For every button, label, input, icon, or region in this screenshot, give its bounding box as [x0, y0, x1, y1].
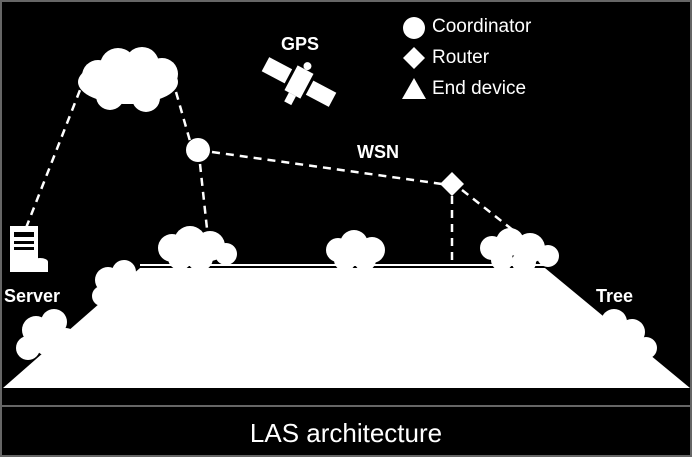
legend-router-label: Router	[432, 47, 490, 68]
tree-cluster-left-mid	[92, 260, 136, 306]
server-icon	[10, 226, 48, 272]
wsn-label: WSN	[357, 142, 399, 162]
gps-label: GPS	[281, 34, 320, 54]
ground-plane	[3, 268, 690, 388]
link-router-tree	[461, 189, 529, 243]
server-label: Server	[4, 286, 61, 306]
diagram-caption: LAS architecture	[249, 418, 443, 448]
link-coordinator-router	[211, 150, 443, 186]
legend-triangle-icon	[402, 78, 426, 99]
cloud-icon	[78, 47, 178, 112]
legend-circle-icon	[403, 17, 425, 39]
link-server-cloud	[24, 89, 82, 229]
tree-cluster-left-front	[16, 309, 76, 360]
legend-end-device-label: End device	[432, 78, 527, 99]
tree-cluster-right-back	[480, 228, 559, 274]
gps-satellite-icon	[261, 57, 337, 107]
tree-label: Tree	[596, 286, 634, 306]
tree-cluster-left-back	[158, 226, 237, 271]
tree-cluster-right-front	[584, 309, 657, 366]
router-node	[440, 172, 464, 196]
coordinator-node	[186, 138, 210, 162]
network-links	[24, 89, 529, 262]
legend-diamond-icon	[403, 47, 425, 69]
legend-coordinator-label: Coordinator	[432, 16, 532, 37]
tree-cluster-center	[326, 230, 385, 271]
link-cloud-coordinator	[174, 91, 194, 149]
link-coordinator-tree	[198, 163, 210, 239]
